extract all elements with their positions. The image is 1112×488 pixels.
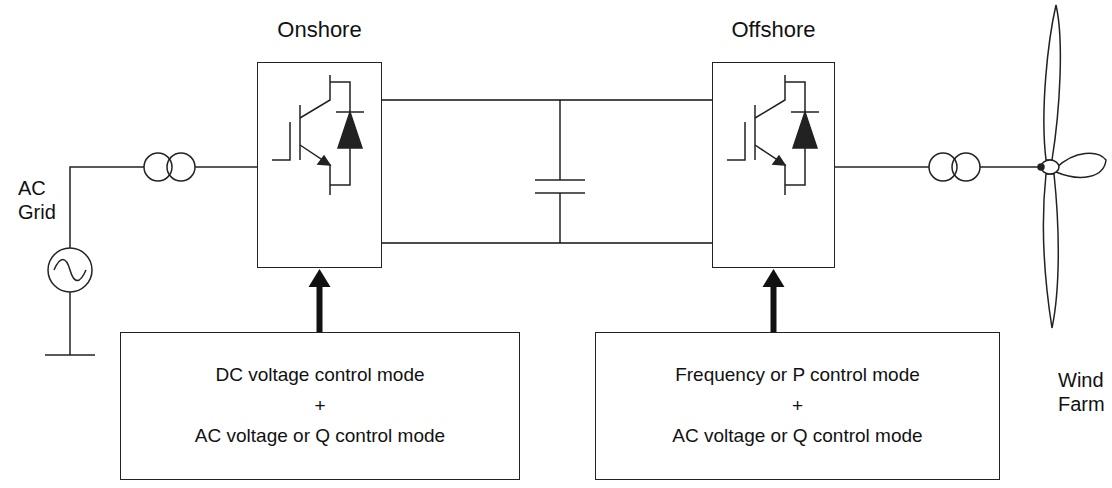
connector: [309, 269, 331, 332]
emitter-arrow: [773, 156, 785, 165]
control-box: DC voltage control mode + AC voltage or Q …: [120, 332, 520, 480]
connector: [382, 100, 712, 101]
control-text: AC voltage or Q control mode: [195, 425, 445, 448]
igbt-symbol: [272, 75, 330, 195]
connector: [382, 243, 712, 244]
converter-heading: Offshore: [673, 17, 874, 43]
arrow-head: [309, 269, 331, 287]
connector-line: [382, 242, 712, 244]
wind-turbine: [1038, 5, 1106, 328]
converter-box: Onshore: [257, 62, 382, 268]
control-text: +: [314, 395, 325, 418]
capacitor-lead: [559, 100, 561, 180]
control-text: +: [792, 395, 803, 418]
emitter-arrow: [318, 156, 330, 165]
transformer-winding: [144, 153, 172, 181]
transformer-winding: [952, 153, 980, 181]
ground-wire: [69, 292, 71, 355]
control-text: DC voltage control mode: [215, 364, 424, 387]
sine-wave: [54, 260, 86, 281]
arrow-head: [763, 269, 785, 287]
converter-heading: Onshore: [218, 17, 421, 43]
connector-line: [771, 285, 777, 332]
ac-wire: [195, 166, 257, 168]
igbt-symbol: [727, 75, 785, 195]
transformer-winding: [167, 153, 195, 181]
ac-wire: [835, 166, 929, 168]
converter-box: Offshore: [712, 62, 835, 268]
connector-line: [382, 99, 712, 101]
ac-source: [48, 248, 92, 292]
part-label: AC Grid: [18, 176, 70, 224]
capacitor-plate: [535, 179, 585, 181]
ground-symbol: [45, 354, 95, 356]
transformer-winding: [929, 153, 957, 181]
ac-wire: [980, 166, 1038, 168]
control-box: Frequency or P control mode + AC voltage o…: [595, 332, 1000, 480]
capacitor-lead: [559, 193, 561, 243]
control-text: AC voltage or Q control mode: [672, 425, 922, 448]
diode-symbol: [330, 82, 364, 185]
diode-symbol: [785, 82, 819, 185]
connector-line: [317, 285, 323, 332]
control-text: Frequency or P control mode: [675, 364, 920, 387]
connector: [763, 269, 785, 332]
part-label: Wind Farm: [1058, 368, 1110, 416]
grid-wire: [70, 167, 144, 248]
